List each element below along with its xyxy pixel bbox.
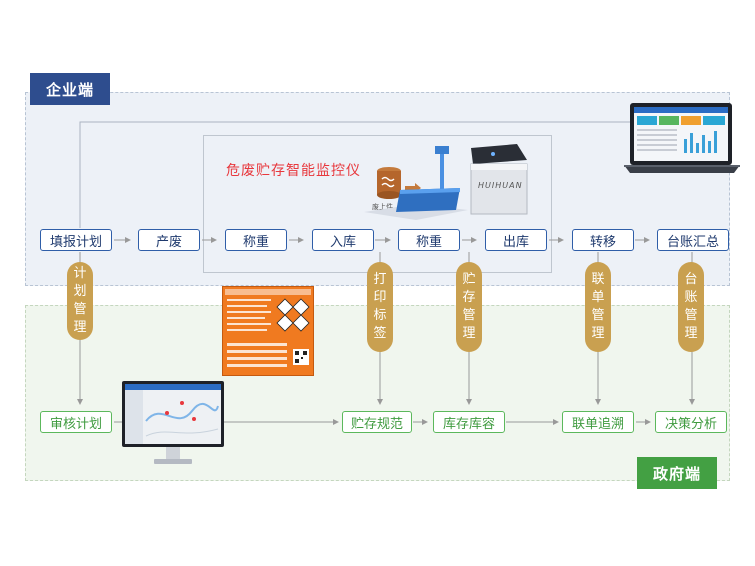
monitor-title: 危废贮存智能监控仪 xyxy=(226,163,361,179)
pill-char: 联 xyxy=(591,272,605,287)
desktop-map-monitor-image xyxy=(122,381,224,467)
pill-char: 签 xyxy=(373,326,387,341)
node-weigh-2[interactable]: 称重 xyxy=(398,229,460,251)
hazard-label-image xyxy=(222,286,314,376)
pill-char: 印 xyxy=(373,290,387,305)
pill-char: 管 xyxy=(591,308,605,323)
node-store-in[interactable]: 入库 xyxy=(312,229,374,251)
pill-plan-management[interactable]: 计 划 管 理 xyxy=(67,262,93,340)
bin-label: 废上件 xyxy=(372,203,393,211)
node-decision-analysis[interactable]: 决策分析 xyxy=(655,411,727,433)
node-fill-plan[interactable]: 填报计划 xyxy=(40,229,112,251)
pill-storage-management[interactable]: 贮 存 管 理 xyxy=(456,262,482,352)
pill-manifest-management[interactable]: 联 单 管 理 xyxy=(585,262,611,352)
pill-char: 理 xyxy=(462,326,476,341)
pill-char: 理 xyxy=(684,326,698,341)
pill-char: 单 xyxy=(591,290,605,305)
pill-char: 计 xyxy=(73,266,87,281)
pill-char: 存 xyxy=(462,290,476,305)
node-inventory-capacity[interactable]: 库存库容 xyxy=(433,411,505,433)
node-ledger-summary[interactable]: 台账汇总 xyxy=(657,229,729,251)
pill-char: 贮 xyxy=(462,272,476,287)
pill-ledger-management[interactable]: 台 账 管 理 xyxy=(678,262,704,352)
node-generate[interactable]: 产废 xyxy=(138,229,200,251)
pill-char: 台 xyxy=(684,272,698,287)
pill-char: 理 xyxy=(73,320,87,335)
pill-char: 管 xyxy=(684,308,698,323)
pill-char: 理 xyxy=(591,326,605,341)
feedback-line xyxy=(79,121,630,228)
weighing-scale-icon xyxy=(360,140,472,220)
monitor-box-icon xyxy=(463,140,533,220)
waste-bin-icon xyxy=(374,166,404,200)
laptop-dashboard-image xyxy=(624,103,740,175)
node-store-out[interactable]: 出库 xyxy=(485,229,547,251)
node-manifest-trace[interactable]: 联单追溯 xyxy=(562,411,634,433)
government-label: 政府端 xyxy=(637,457,717,489)
node-review-plan[interactable]: 审核计划 xyxy=(40,411,112,433)
pill-char: 账 xyxy=(684,290,698,305)
enterprise-label: 企业端 xyxy=(30,73,110,105)
pill-char: 管 xyxy=(73,302,87,317)
pill-char: 管 xyxy=(462,308,476,323)
node-transfer[interactable]: 转移 xyxy=(572,229,634,251)
node-weigh-1[interactable]: 称重 xyxy=(225,229,287,251)
pill-char: 划 xyxy=(73,284,87,299)
node-storage-norms[interactable]: 贮存规范 xyxy=(342,411,412,433)
pill-char: 打 xyxy=(373,272,387,287)
pill-char: 标 xyxy=(373,308,387,323)
pill-print-label[interactable]: 打 印 标 签 xyxy=(367,262,393,352)
scale-brand: HUIHUAN xyxy=(478,181,523,190)
